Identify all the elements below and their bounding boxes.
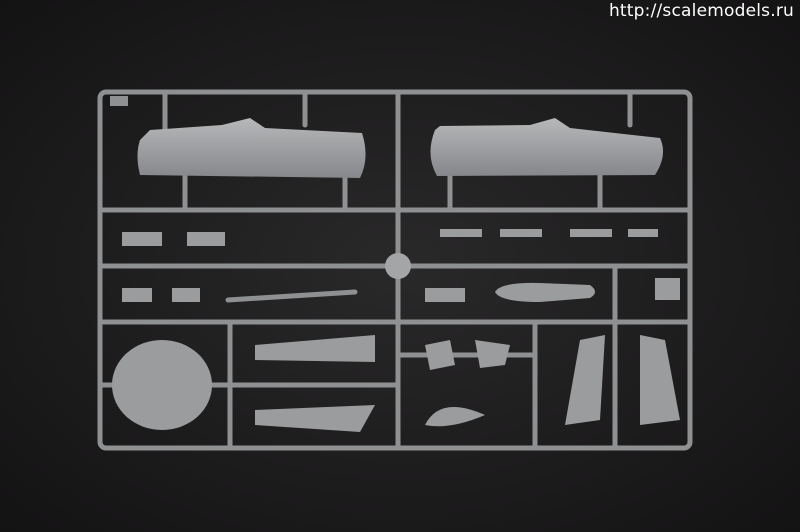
- fuselage-half-right: [430, 118, 664, 176]
- sprue-tab: [110, 96, 128, 106]
- sprue-gate-disc: [385, 253, 411, 279]
- fuselage-half-left: [137, 118, 366, 178]
- small-parts: [112, 229, 680, 432]
- watermark: http://scalemodels.ru: [608, 1, 794, 21]
- sprue-frame: [97, 89, 693, 451]
